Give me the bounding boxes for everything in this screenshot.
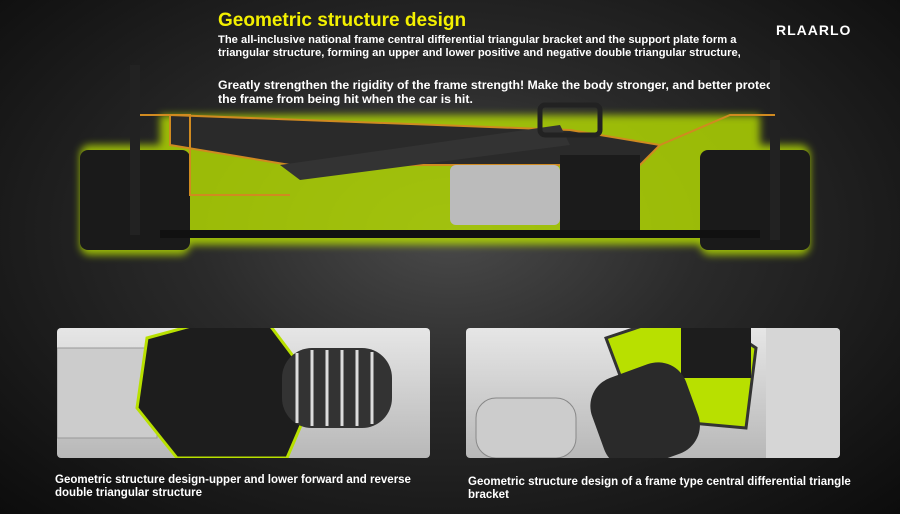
motor-gearbox-image [57,328,392,458]
description-text: The all-inclusive national frame central… [218,34,741,59]
panel-caption-left: Geometric structure design-upper and low… [55,474,411,499]
highlight-text: Greatly strengthen the rigidity of the f… [218,78,777,106]
page-title: Geometric structure design [218,10,467,31]
panel-caption-right: Geometric structure design of a frame ty… [468,476,851,501]
brand-logo: RLAARLO [776,22,852,38]
central-differential-bracket-panel [466,328,840,458]
chassis-illustration [80,60,810,255]
upper-lower-triangle-panel [57,328,430,458]
motor-bracket-image [475,328,840,458]
